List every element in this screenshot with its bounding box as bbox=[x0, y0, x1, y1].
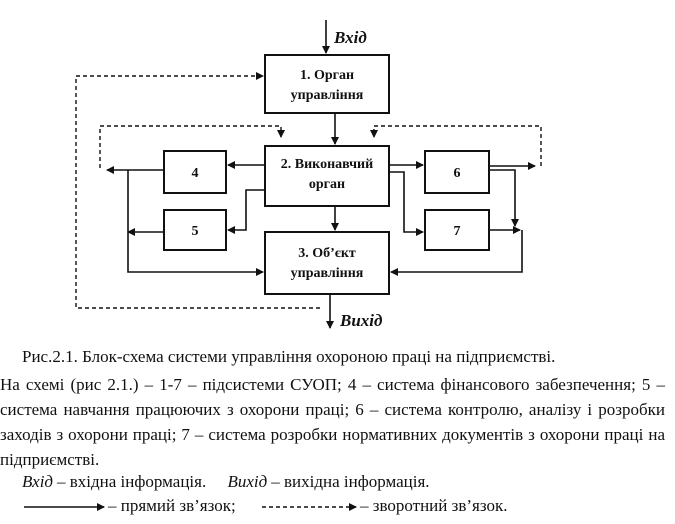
feedback-right-to-1 bbox=[370, 125, 542, 166]
legend-direct-label: – прямий зв’язок; bbox=[108, 496, 236, 515]
box-control-organ-line2: управління bbox=[291, 88, 364, 103]
legend-io: Вхід– вхідна інформація. Вихід– вихідна … bbox=[22, 472, 430, 492]
feedback-output-to-1 bbox=[75, 72, 320, 309]
right-bus-to-3 bbox=[390, 230, 523, 276]
box-control-organ-line1: 1. Орган bbox=[300, 68, 354, 83]
left-bus-to-3 bbox=[127, 170, 264, 276]
box-4 bbox=[163, 150, 227, 194]
body-paragraph: На схемі (рис 2.1.) – 1-7 – підсистеми С… bbox=[0, 375, 665, 469]
arrow-6-to-bus bbox=[489, 169, 519, 227]
legend-output-desc: – вихідна інформація. bbox=[271, 472, 430, 491]
box-control-object bbox=[264, 231, 390, 295]
box-7-label: 7 bbox=[454, 224, 461, 239]
box-control-object-line1: 3. Об’єкт bbox=[298, 246, 356, 261]
legend-arrows: – прямий зв’язок; – зворотний зв’язок. bbox=[22, 496, 662, 520]
box-4-label: 4 bbox=[192, 166, 199, 181]
box-5 bbox=[163, 209, 227, 251]
box-5-label: 5 bbox=[192, 224, 199, 239]
legend-input-desc: – вхідна інформація. bbox=[57, 472, 207, 491]
legend-output-term: Вихід bbox=[227, 472, 268, 491]
legend-input-term: Вхід bbox=[22, 472, 54, 491]
legend-arrow-samples bbox=[24, 503, 357, 511]
box-executive-organ-line2: орган bbox=[309, 177, 345, 192]
input-label: Вхід bbox=[333, 28, 367, 47]
box-6-label: 6 bbox=[454, 166, 461, 181]
box-control-organ bbox=[264, 54, 390, 114]
body-text: На схемі (рис 2.1.) – 1-7 – підсистеми С… bbox=[0, 372, 665, 472]
figure-caption: Рис.2.1. Блок-схема системи управління о… bbox=[22, 347, 556, 366]
block-diagram: Вхід 1. Орган управління 2. Виконавчий о… bbox=[75, 20, 542, 330]
box-7 bbox=[424, 209, 490, 251]
arrow-2-to-5 bbox=[227, 189, 265, 234]
output-label: Вихід bbox=[339, 311, 383, 330]
arrow-2-to-7 bbox=[389, 171, 424, 236]
box-6 bbox=[424, 150, 490, 194]
feedback-left-to-1 bbox=[99, 125, 285, 168]
box-executive-organ-line1: 2. Виконавчий bbox=[281, 157, 373, 172]
box-executive-organ bbox=[264, 145, 390, 207]
legend-feedback-label: – зворотний зв’язок. bbox=[360, 496, 508, 515]
box-control-object-line2: управління bbox=[291, 266, 364, 281]
